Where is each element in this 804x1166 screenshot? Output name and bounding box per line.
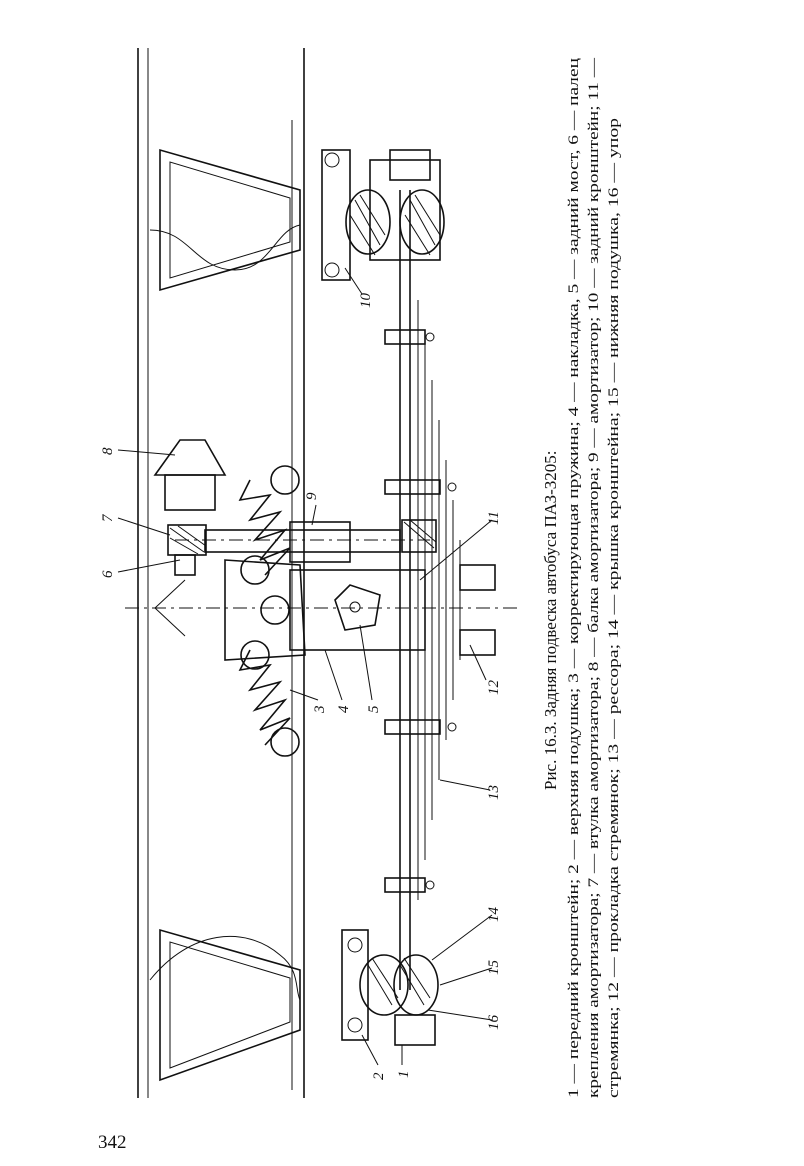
legend-line-2: крепления амортизатора; 7 — втулка аморт… <box>586 57 602 1098</box>
callout-15: 15 <box>486 960 502 976</box>
callout-7: 7 <box>100 513 116 522</box>
callout-3: 3 <box>312 706 328 715</box>
frame-rail <box>137 48 305 1098</box>
lower-cross-member <box>149 928 301 1082</box>
callout-16: 16 <box>486 1015 502 1031</box>
callout-1: 1 <box>396 1071 412 1079</box>
leader-lines <box>117 267 493 1066</box>
callout-2: 2 <box>371 1072 387 1080</box>
callout-8: 8 <box>100 447 116 455</box>
callout-4: 4 <box>336 705 352 713</box>
callout-13: 13 <box>486 785 502 800</box>
axis-marker <box>154 579 186 637</box>
callout-11: 11 <box>486 511 502 525</box>
upper-cross-member <box>149 148 301 292</box>
legend-line-1: 1 — передний кронштейн; 2 — верхняя поду… <box>566 58 582 1098</box>
callout-labels: 8 7 6 9 10 11 12 3 4 5 13 14 15 16 2 1 <box>100 293 502 1081</box>
callout-10: 10 <box>358 293 374 309</box>
figure-caption: Рис. 16.3. Задняя подвеска автобуса ПАЗ-… <box>541 451 560 790</box>
legend-line-3: стремянка; 12 — прокладка стремянок; 13 … <box>606 118 622 1098</box>
page-number: 342 <box>98 1132 127 1153</box>
callout-12: 12 <box>486 680 502 696</box>
front-bracket <box>341 929 439 1046</box>
callout-9: 9 <box>304 492 320 500</box>
callout-14: 14 <box>486 907 502 923</box>
corrective-springs <box>238 465 300 757</box>
callout-6: 6 <box>100 570 116 578</box>
shock-absorber-assembly <box>153 439 437 576</box>
rear-bracket <box>321 149 445 281</box>
axle-center <box>224 559 496 661</box>
callout-5: 5 <box>366 705 382 713</box>
leaf-spring <box>384 190 461 990</box>
